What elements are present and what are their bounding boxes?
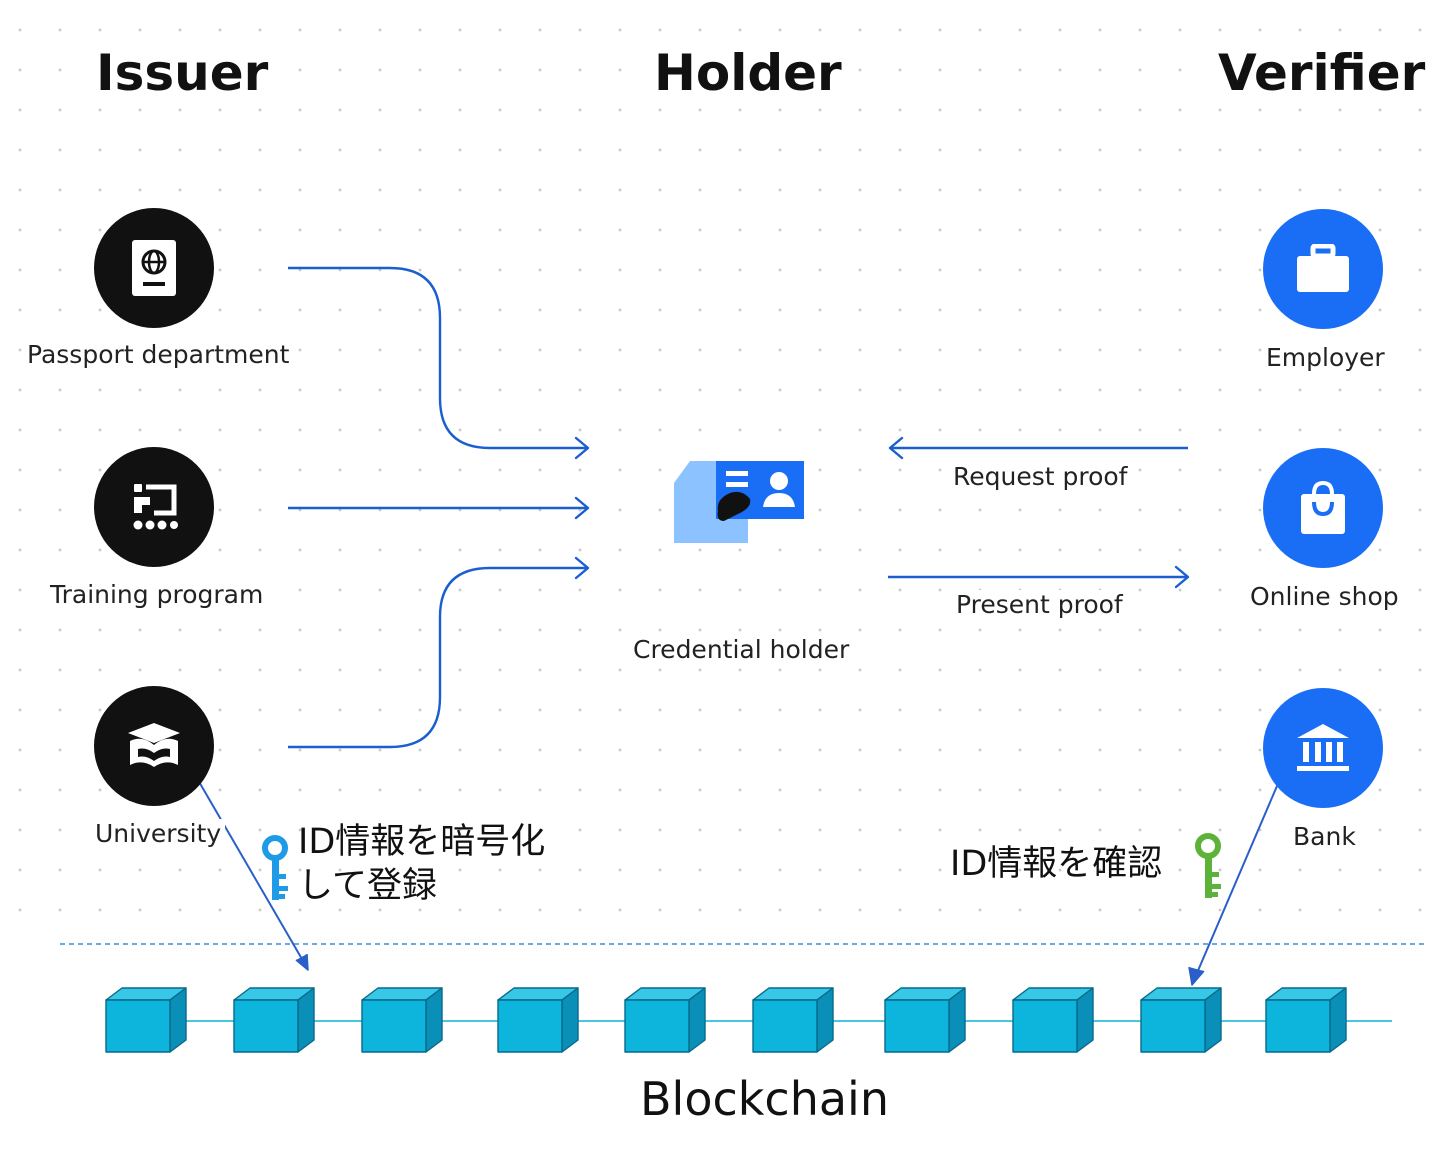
passport-circle: [94, 208, 214, 328]
briefcase-icon: [1297, 244, 1349, 292]
credential-holder-label: Credential holder: [629, 635, 854, 664]
blockchain-blocks: [105, 987, 1347, 1053]
shopping-bag-icon: [1301, 480, 1345, 534]
verifier-title: Verifier: [1212, 44, 1432, 102]
request-proof-label: Request proof: [949, 462, 1132, 491]
bank-icon: [1297, 724, 1349, 771]
encrypt-line-2: して登録: [298, 866, 437, 906]
credential-card-icon: [674, 461, 804, 543]
blockchain-block: [497, 987, 579, 1053]
verify-annotation: ID情報を確認: [950, 844, 1163, 884]
passport-department-label: Passport department: [23, 340, 294, 369]
blockchain-block: [884, 987, 966, 1053]
blockchain-block: [1140, 987, 1222, 1053]
blockchain-label: Blockchain: [640, 1072, 889, 1126]
encrypt-register-annotation: ID情報を暗号化 して登録: [298, 820, 545, 908]
online-shop-circle: [1263, 448, 1383, 568]
blockchain-block: [752, 987, 834, 1053]
training-program-label: Training program: [46, 580, 268, 609]
employer-label: Employer: [1262, 343, 1389, 372]
blockchain-block: [1012, 987, 1094, 1053]
key-icon: [1195, 833, 1221, 898]
university-label: University: [91, 819, 226, 848]
bank-circle: [1263, 688, 1383, 808]
flow-arrow-passport: [288, 266, 588, 450]
encrypt-line-1: ID情報を暗号化: [298, 822, 546, 862]
bank-label: Bank: [1289, 822, 1360, 851]
blockchain-block: [624, 987, 706, 1053]
holder-title: Holder: [648, 44, 848, 102]
blockchain-block: [105, 987, 187, 1053]
present-proof-label: Present proof: [952, 590, 1127, 619]
passport-icon: [132, 240, 176, 296]
issuer-title: Issuer: [90, 44, 275, 102]
key-icon: [262, 835, 288, 900]
verify-arrow: [1193, 785, 1278, 981]
blockchain-block: [233, 987, 315, 1053]
blockchain-block: [1265, 987, 1347, 1053]
employer-circle: [1263, 209, 1383, 329]
university-circle: [94, 686, 214, 806]
register-arrow: [197, 779, 307, 967]
training-circle: [94, 447, 214, 567]
training-icon: [133, 484, 178, 530]
graduation-cap-icon: [128, 723, 180, 767]
online-shop-label: Online shop: [1246, 582, 1403, 611]
blockchain-block: [361, 987, 443, 1053]
flow-arrow-university: [288, 566, 588, 749]
